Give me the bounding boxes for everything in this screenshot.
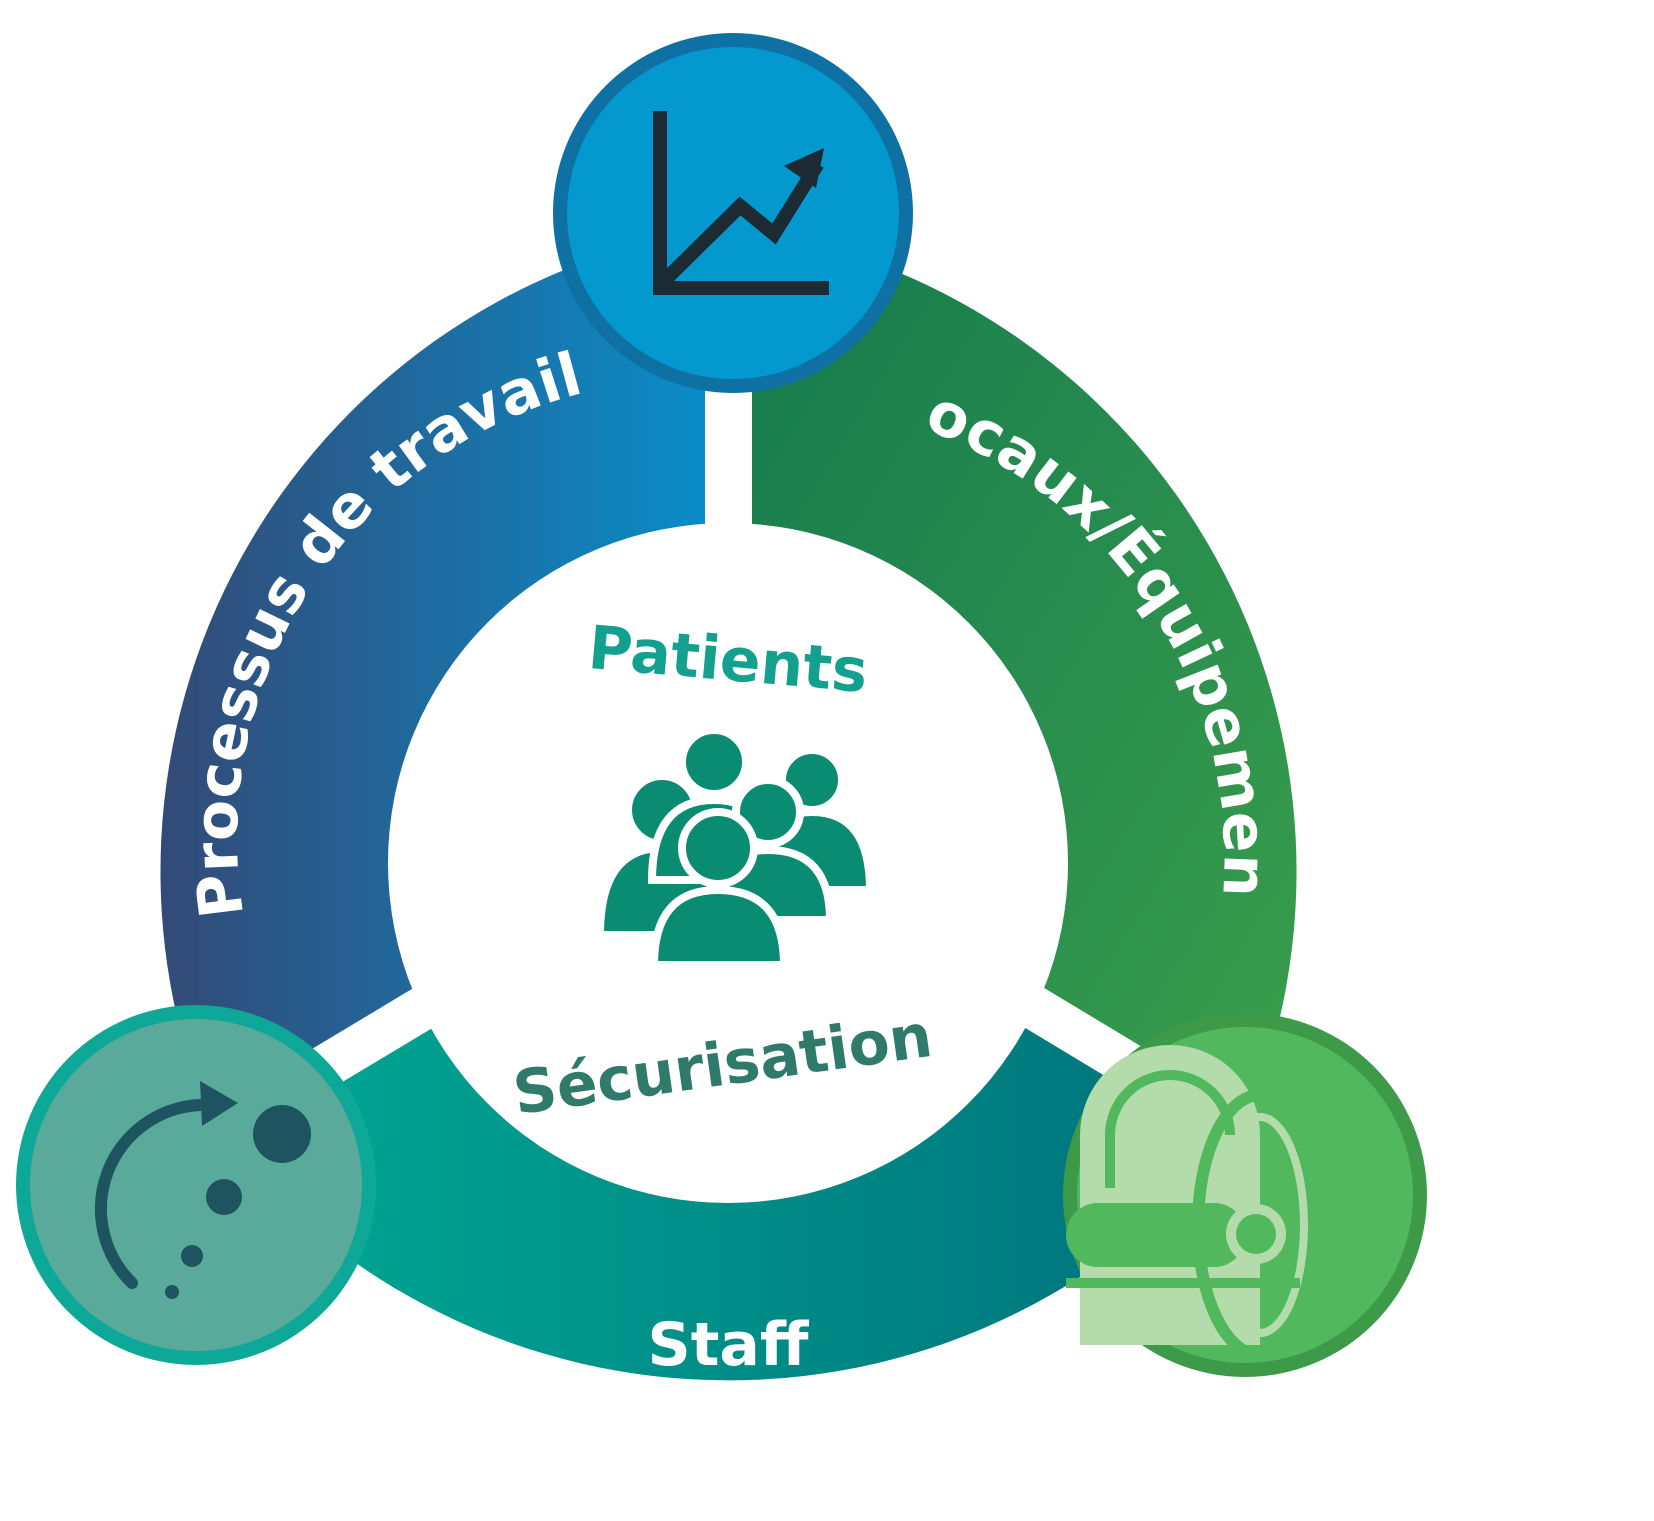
cycle-arrow-dots-icon [94, 1081, 311, 1299]
node-top [553, 33, 913, 393]
growth-arrow-head [784, 148, 824, 188]
growth-chart-icon [653, 111, 829, 295]
node-right [1063, 1013, 1427, 1377]
label-staff: Staff [648, 1310, 810, 1380]
people-group-icon [595, 726, 875, 969]
mri-scanner-icon [1066, 1045, 1328, 1361]
segment-processus [160, 230, 705, 1125]
segment-locaux [752, 230, 1297, 1125]
node-left [16, 1005, 376, 1365]
